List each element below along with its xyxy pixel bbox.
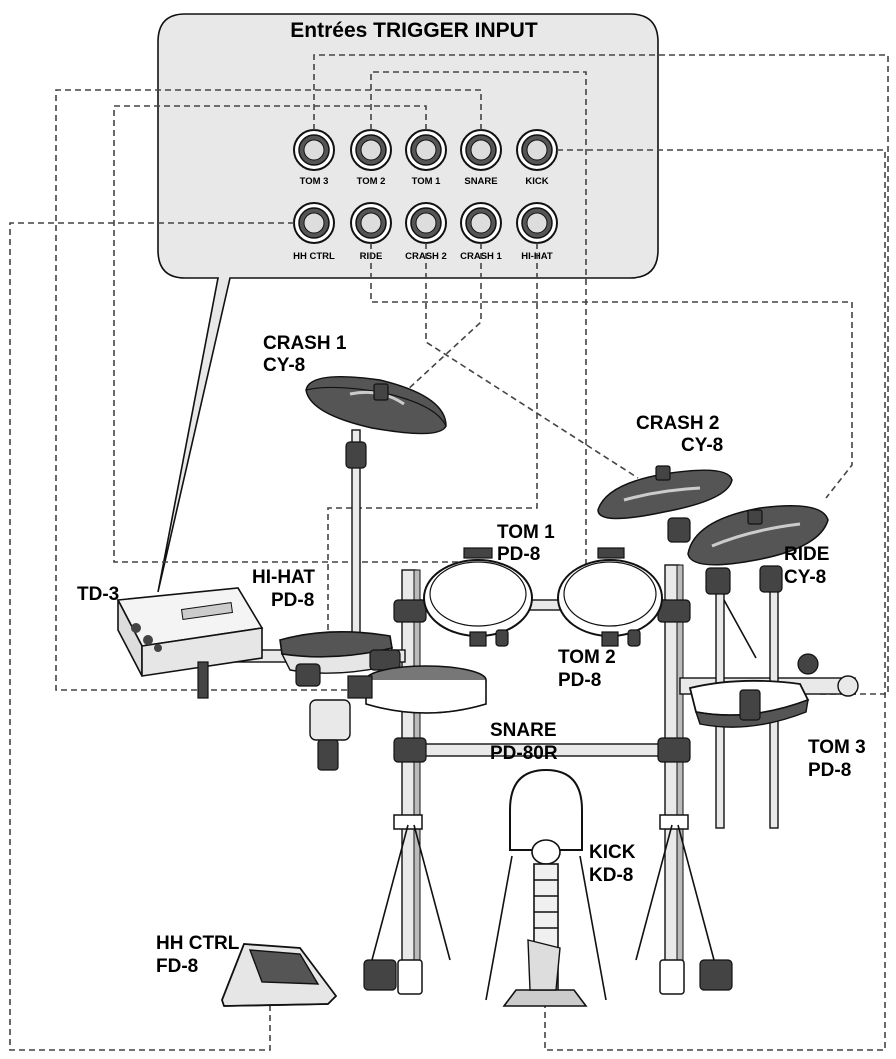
- panel-title: Entrées TRIGGER INPUT: [290, 19, 538, 42]
- crash2-cymbal[interactable]: [597, 465, 733, 520]
- hihat-pad[interactable]: [279, 631, 401, 687]
- hihat-name: HI-HAT: [252, 567, 315, 588]
- tom3-name: TOM 3: [808, 737, 866, 758]
- tom2-pad[interactable]: [557, 547, 663, 647]
- ride-model: CY-8: [784, 567, 826, 588]
- jack-crash1[interactable]: [460, 202, 502, 244]
- crash1-stand: [345, 429, 367, 646]
- cable-tom3: [313, 54, 889, 695]
- jack-hihat[interactable]: [516, 202, 558, 244]
- cable-kick: [544, 149, 886, 1051]
- cable-hh-ctrl: [9, 222, 294, 1051]
- tom3-model: PD-8: [808, 760, 851, 781]
- snare-name: SNARE: [490, 720, 557, 741]
- jack-label-tom2: TOM 2: [357, 176, 386, 187]
- cable-tom1: [113, 105, 470, 563]
- jack-snare[interactable]: [460, 129, 502, 171]
- tom1-pad[interactable]: [423, 547, 533, 647]
- trigger-input-panel: Entrées TRIGGER INPUT TOM 3 TOM: [157, 13, 659, 593]
- jack-ride[interactable]: [350, 202, 392, 244]
- jack-label-kick: KICK: [525, 176, 548, 187]
- jack-kick[interactable]: [516, 129, 558, 171]
- hhctrl-model: FD-8: [156, 956, 198, 977]
- jack-hh-ctrl[interactable]: [293, 202, 335, 244]
- tom2-model: PD-8: [558, 670, 601, 691]
- snare-pad[interactable]: [309, 665, 487, 771]
- jack-crash2[interactable]: [405, 202, 447, 244]
- crash1-model: CY-8: [263, 355, 305, 376]
- td3-module[interactable]: [116, 587, 264, 699]
- cable-hihat: [327, 243, 538, 632]
- jack-label-tom3: TOM 3: [300, 176, 329, 187]
- cable-tom2: [370, 71, 587, 565]
- cable-crash2: [425, 243, 639, 479]
- crash2-name: CRASH 2: [636, 413, 719, 434]
- cables: [9, 54, 889, 1051]
- jack-label-snare: SNARE: [464, 176, 497, 187]
- hihat-model: PD-8: [271, 590, 314, 611]
- hh-ctrl-pedal[interactable]: [221, 943, 338, 1007]
- jack-tom3[interactable]: [293, 129, 335, 171]
- drum-rack: [199, 564, 859, 995]
- tom2-name: TOM 2: [558, 647, 616, 668]
- cable-snare: [55, 89, 482, 691]
- jack-tom1[interactable]: [405, 129, 447, 171]
- cable-ride: [370, 243, 853, 499]
- jack-label-tom1: TOM 1: [412, 176, 442, 187]
- ride-cymbal[interactable]: [687, 505, 829, 566]
- snare-model: PD-80R: [490, 743, 558, 764]
- jack-label-hh-ctrl: HH CTRL: [293, 251, 335, 262]
- crash2-model: CY-8: [681, 435, 723, 456]
- tom3-pad[interactable]: [688, 653, 819, 728]
- jack-tom2[interactable]: [350, 129, 392, 171]
- ride-name: RIDE: [784, 544, 829, 565]
- kick-name: KICK: [589, 842, 636, 863]
- kick-pad[interactable]: [485, 768, 607, 1007]
- tom1-model: PD-8: [497, 544, 540, 565]
- crash1-cymbal[interactable]: [305, 375, 447, 435]
- kick-model: KD-8: [589, 865, 633, 886]
- tom1-name: TOM 1: [497, 522, 555, 543]
- module-name: TD-3: [77, 584, 119, 605]
- component-labels: CRASH 1 CY-8 CRASH 2 CY-8 RIDE CY-8 TOM …: [77, 333, 866, 977]
- hhctrl-name: HH CTRL: [156, 933, 240, 954]
- crash1-name: CRASH 1: [263, 333, 347, 354]
